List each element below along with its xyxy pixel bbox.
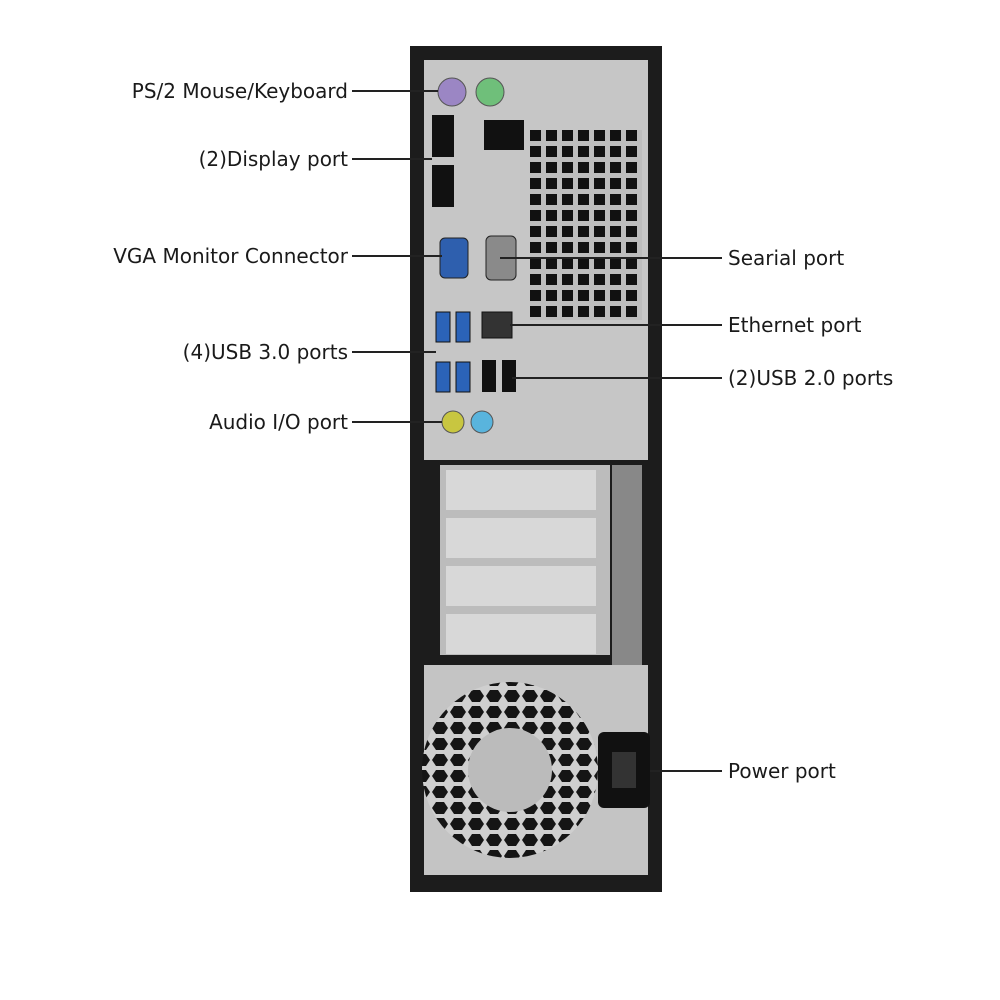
label-vga: VGA Monitor Connector — [113, 244, 348, 268]
ps2-mouse-port — [437, 77, 467, 107]
ethernet-port — [481, 311, 513, 339]
label-ethernet: Ethernet port — [728, 313, 862, 337]
label-ps2: PS/2 Mouse/Keyboard — [131, 79, 348, 103]
usb2-ports — [482, 360, 516, 392]
vga-port — [439, 237, 469, 279]
label-display-port: (2)Display port — [198, 147, 348, 171]
vent-grille — [530, 130, 642, 320]
display-port-1 — [432, 115, 454, 157]
label-usb2: (2)USB 2.0 ports — [728, 366, 894, 390]
usb3-ports — [435, 311, 471, 393]
audio-in-port — [470, 410, 494, 434]
leader-lines — [352, 90, 722, 772]
ps2-keyboard-port — [475, 77, 505, 107]
label-serial: Searial port — [728, 246, 845, 270]
expansion-slots — [440, 465, 642, 665]
audio-out-port — [441, 410, 465, 434]
label-audio: Audio I/O port — [209, 410, 348, 434]
display-port-2 — [432, 165, 454, 207]
label-power: Power port — [728, 759, 836, 783]
label-usb3: (4)USB 3.0 ports — [182, 340, 348, 364]
